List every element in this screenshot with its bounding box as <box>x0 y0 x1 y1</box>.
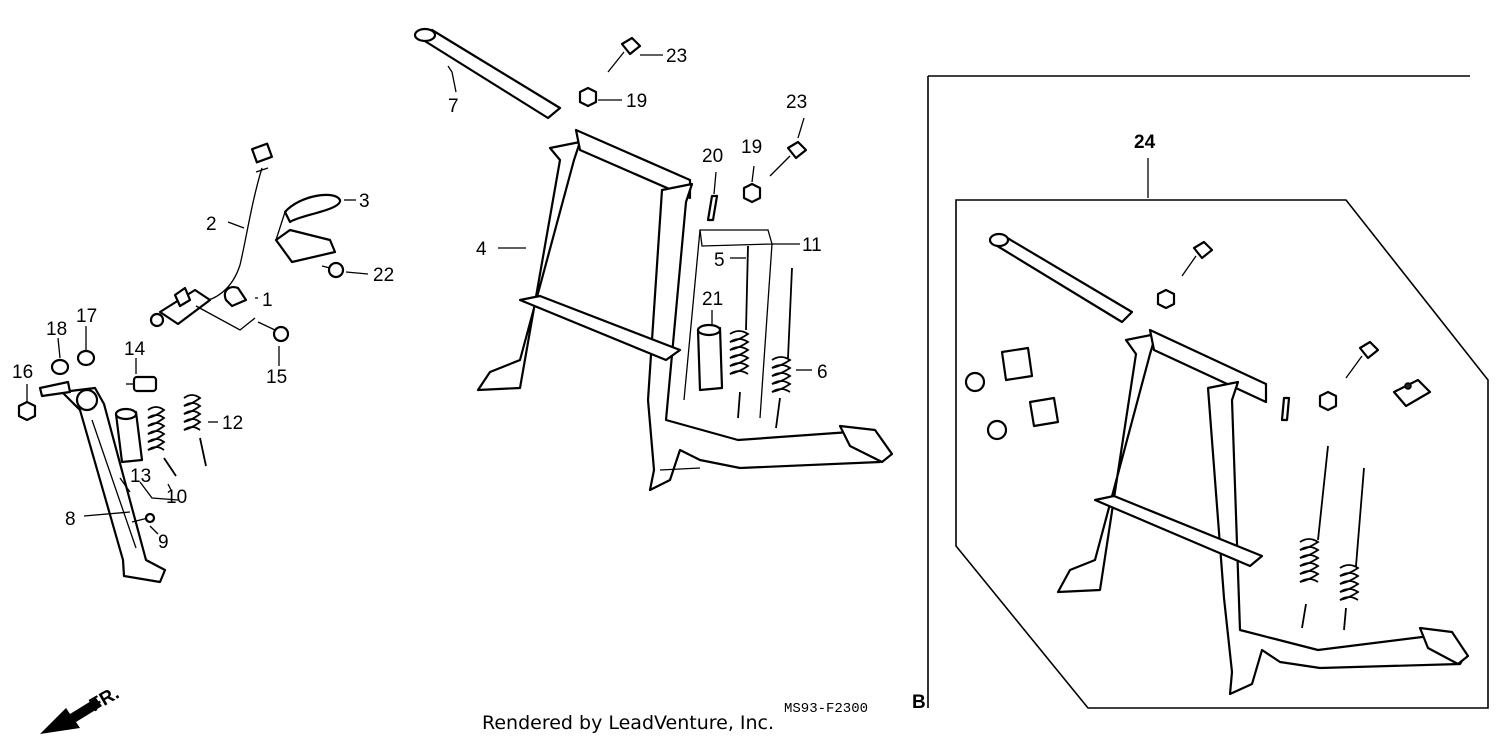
bracket-11 <box>699 229 773 247</box>
callout-9: 9 <box>158 532 169 553</box>
leader-1 <box>195 305 256 331</box>
callout-5: 5 <box>714 250 725 271</box>
wire-bracket <box>274 193 342 264</box>
callout-19b: 19 <box>741 137 762 158</box>
callout-22: 22 <box>373 265 394 286</box>
callout-15: 15 <box>266 367 287 388</box>
main-stand <box>476 128 894 492</box>
callout-20: 20 <box>702 146 723 167</box>
kit-main-stand <box>1056 328 1470 696</box>
kit-pin <box>1280 396 1291 422</box>
callout-2: 2 <box>206 214 217 235</box>
kit-block <box>1392 378 1432 408</box>
callout-21: 21 <box>702 289 723 310</box>
callout-8: 8 <box>65 509 76 530</box>
switch-clamp <box>223 286 248 308</box>
callout-7: 7 <box>448 96 459 117</box>
callout-18: 18 <box>46 319 67 340</box>
kit-nut-b <box>1318 390 1338 412</box>
callout-23a: 23 <box>666 46 687 67</box>
pivot-bolt-9 <box>131 512 156 524</box>
kit-shaft <box>988 232 1134 324</box>
callout-17: 17 <box>76 306 97 327</box>
callout-12: 12 <box>222 413 243 434</box>
collar-13 <box>114 407 144 464</box>
kit-spring-a <box>1299 445 1329 629</box>
spring-6 <box>771 267 793 429</box>
callout-1: 1 <box>262 290 273 311</box>
callout-13: 13 <box>130 466 151 487</box>
bracket-11-side <box>683 229 773 419</box>
spring-10 <box>147 406 177 477</box>
spring-5 <box>729 245 750 419</box>
washer-18 <box>50 358 70 376</box>
pin-14 <box>126 375 158 393</box>
callout-3: 3 <box>359 191 370 212</box>
nut-19b <box>742 182 762 204</box>
callout-14: 14 <box>124 339 146 360</box>
bolt-23a <box>607 36 642 73</box>
kit-collars <box>964 346 1060 441</box>
callout-10: 10 <box>166 487 187 508</box>
kit-inner-frame <box>955 199 1489 709</box>
kit-bolt-b <box>1345 340 1380 379</box>
bolt-23b <box>769 140 808 177</box>
bolt-15 <box>257 321 290 343</box>
leader-lines <box>26 54 812 535</box>
callout-19a: 19 <box>626 91 647 112</box>
callout-16: 16 <box>12 362 33 383</box>
callout-23b: 23 <box>786 92 807 113</box>
collar-21 <box>696 323 724 392</box>
kit-outer-frame <box>927 75 1470 708</box>
kit-nut-a <box>1156 288 1176 310</box>
side-stand <box>38 380 167 584</box>
kit-spring-b <box>1339 467 1365 631</box>
nut-19a <box>578 86 598 108</box>
main-stand-shaft <box>413 27 562 120</box>
credit-text: Rendered by LeadVenture, Inc. <box>482 712 774 734</box>
callout-11: 11 <box>802 235 822 256</box>
bolt-22 <box>321 261 345 279</box>
callout-6: 6 <box>817 362 828 383</box>
kit-bolt-a <box>1181 240 1214 277</box>
drawing-code-suffix: B <box>912 692 926 713</box>
nut-16 <box>17 400 37 422</box>
callout-24: 24 <box>1134 132 1156 153</box>
spring-12 <box>183 394 207 467</box>
side-stand-switch <box>149 286 212 328</box>
drawing-code: MS93-F2300 <box>784 701 868 717</box>
washer-17 <box>76 349 96 367</box>
side-stand-switch-wire <box>199 142 274 303</box>
front-arrow: FR. <box>40 683 123 734</box>
pin-20 <box>706 194 719 222</box>
callout-4: 4 <box>476 239 487 260</box>
